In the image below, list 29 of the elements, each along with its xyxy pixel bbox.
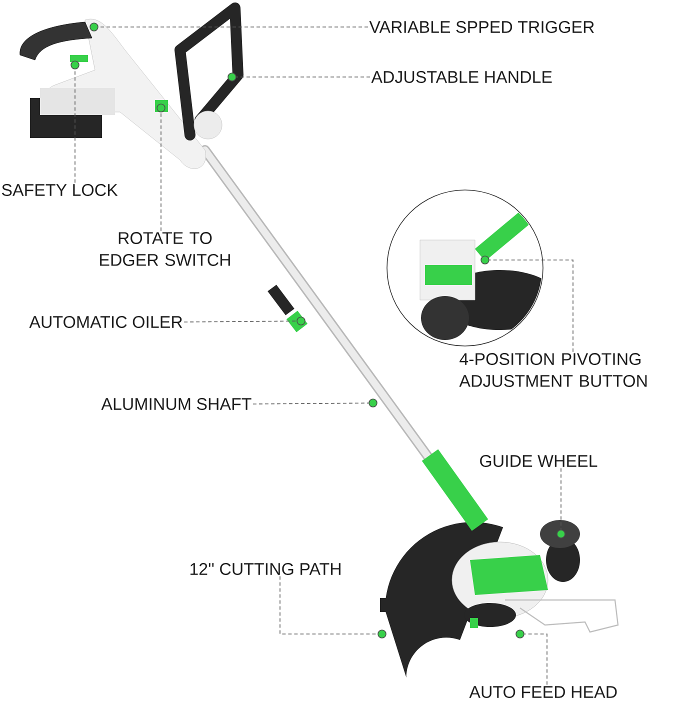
callout-dot: [296, 316, 306, 326]
callout-dot: [70, 60, 80, 70]
callout-label: AUTO FEED HEAD: [469, 686, 617, 698]
callout-label: AUTOMATIC OILER: [29, 316, 182, 328]
callout-dot: [228, 72, 236, 82]
leader-line: [489, 260, 574, 352]
callout-dot: [90, 22, 98, 32]
callout-label: ROTATE TO EDGER SWITCH: [100, 232, 230, 266]
leader-line: [236, 76, 370, 78]
callout-label: 4-POSITION PIVOTING ADJUSTMENT BUTTON: [459, 353, 647, 387]
leader-line: [184, 320, 297, 322]
leader-line: [524, 634, 548, 686]
callout-dot: [378, 630, 386, 638]
leader-line: [160, 112, 162, 232]
callout-label: ADJUSTABLE HANDLE: [371, 71, 552, 83]
callout-label: VARIABLE SPPED TRIGGER: [369, 21, 594, 33]
callout-dot: [156, 104, 166, 112]
leader-line: [74, 69, 76, 184]
callout-label: GUIDE WHEEL: [480, 455, 598, 467]
callout-label: SAFETY LOCK: [2, 184, 118, 196]
callout-dot: [480, 256, 490, 264]
callout-dot: [516, 630, 524, 638]
callout-dot: [556, 530, 566, 538]
leader-line: [280, 576, 378, 634]
callout-dot: [368, 398, 378, 408]
callout-label: ALUMINUM SHAFT: [101, 398, 252, 410]
leader-line: [252, 402, 369, 404]
leader-line: [560, 468, 562, 530]
callout-label: 12'' CUTTING PATH: [190, 563, 340, 575]
